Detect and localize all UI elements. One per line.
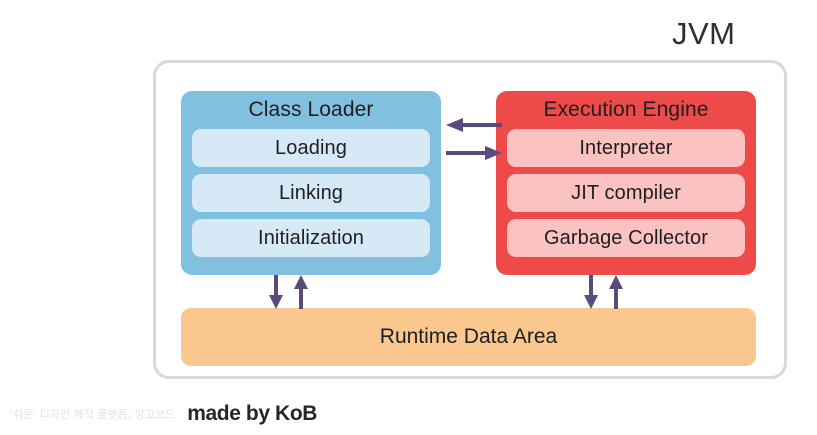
- execution-engine-item-interpreter: Interpreter: [507, 129, 745, 167]
- runtime-data-area-box: Runtime Data Area: [181, 308, 756, 366]
- execution-engine-item-garbage-collector: Garbage Collector: [507, 219, 745, 257]
- arrow-up-icon: [294, 275, 308, 309]
- class-loader-item-loading: Loading: [192, 129, 430, 167]
- page-title: JVM: [672, 16, 736, 51]
- arrow-right-icon: [446, 146, 502, 160]
- arrow-down-icon: [269, 275, 283, 309]
- class-loader-item-initialization: Initialization: [192, 219, 430, 257]
- execution-engine-title: Execution Engine: [543, 98, 709, 121]
- class-loader-title: Class Loader: [248, 98, 374, 121]
- watermark-text: '쉬운' 디자인 제작 플랫폼, 망고보드: [10, 408, 176, 421]
- class-loader-item-linking: Linking: [192, 174, 430, 212]
- footer: '쉬운' 디자인 제작 플랫폼, 망고보드 made by KoB: [0, 393, 817, 435]
- runtime-data-area-label: Runtime Data Area: [379, 325, 558, 348]
- made-by-label: made by KoB: [187, 402, 318, 425]
- arrow-up-icon: [609, 275, 623, 309]
- class-loader-item-list: Loading Linking Initialization: [181, 129, 441, 267]
- execution-engine-box: Execution Engine Interpreter JIT compile…: [496, 91, 756, 275]
- jvm-container: Class Loader Loading Linking Initializat…: [153, 60, 787, 379]
- class-loader-box: Class Loader Loading Linking Initializat…: [181, 91, 441, 275]
- arrow-down-icon: [584, 275, 598, 309]
- arrow-left-icon: [446, 118, 502, 132]
- execution-engine-item-list: Interpreter JIT compiler Garbage Collect…: [496, 129, 756, 267]
- execution-engine-item-jit-compiler: JIT compiler: [507, 174, 745, 212]
